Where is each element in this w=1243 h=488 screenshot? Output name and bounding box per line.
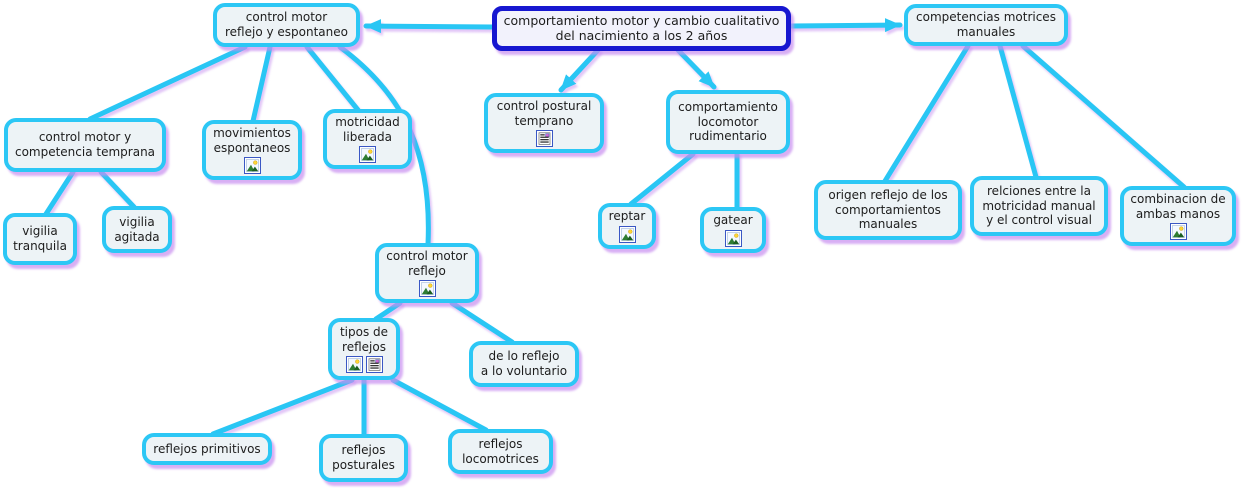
concept-node-cmm[interactable]: competencias motrices manuales [904, 4, 1068, 46]
edge-root-clr [675, 47, 717, 90]
image-icon[interactable] [359, 146, 376, 164]
resource-icons-row [535, 130, 553, 148]
concept-node-gatear[interactable]: gatear [700, 207, 766, 253]
node-label: reptar [608, 209, 646, 224]
concept-node-va[interactable]: vigilia agitada [102, 206, 172, 253]
edge-cmre-me [250, 44, 273, 124]
edge-root-cpt [558, 47, 601, 93]
concept-node-me[interactable]: movimientos espontaneos [202, 120, 302, 181]
node-label: origen reflejo de los comportamientos ma… [828, 188, 948, 232]
node-label: gatear [713, 213, 753, 227]
concept-node-cam[interactable]: combinacion de ambas manos [1120, 186, 1236, 247]
node-label: comportamiento motor y cambio cualitativ… [503, 13, 780, 44]
node-label: combinacion de ambas manos [1130, 192, 1226, 221]
node-label: control postural temprano [496, 99, 592, 128]
concept-node-rp[interactable]: reflejos primitivos [142, 433, 272, 465]
node-label: de lo reflejo a lo voluntario [480, 349, 568, 378]
edge-cmre-ml [304, 44, 361, 113]
concept-node-cmct[interactable]: control motor y competencia temprana [4, 118, 166, 172]
concept-node-tdr[interactable]: tipos de reflejos [328, 318, 400, 380]
concept-node-drv[interactable]: de lo reflejo a lo voluntario [469, 341, 579, 387]
node-label: vigilia agitada [114, 214, 160, 244]
concept-node-cmr[interactable]: control motor reflejo [375, 243, 479, 304]
node-label: control motor reflejo [386, 249, 468, 278]
document-icon[interactable] [535, 130, 553, 148]
concept-node-orc[interactable]: origen reflejo de los comportamientos ma… [814, 180, 962, 240]
edge-root-cmre [363, 19, 495, 34]
resource-icons-row [724, 229, 742, 247]
edge-cmr-tdr [373, 300, 403, 322]
concept-node-clr[interactable]: comportamiento locomotor rudimentario [666, 90, 790, 154]
image-icon[interactable] [1169, 223, 1187, 241]
node-label: vigilia tranquila [13, 224, 67, 253]
edge-root-cmm [788, 18, 903, 33]
edge-cmre-cmct [87, 44, 248, 122]
image-icon[interactable] [418, 280, 436, 298]
edge-cmm-orc [882, 43, 971, 184]
resource-icons-row [418, 280, 436, 298]
node-label: competencias motrices manuales [916, 10, 1056, 39]
resource-icons-row [243, 157, 261, 175]
edge-tdr-rp [210, 377, 355, 437]
concept-node-rpo[interactable]: reflejos posturales [319, 434, 408, 482]
resource-icons-row [618, 225, 636, 243]
image-icon[interactable] [345, 356, 363, 374]
resource-icons-row [1169, 223, 1187, 241]
concept-node-rl[interactable]: reflejos locomotrices [448, 429, 553, 474]
concept-node-cpt[interactable]: control postural temprano [484, 93, 604, 154]
resource-icons-row [345, 356, 383, 374]
node-label: reflejos locomotrices [462, 436, 539, 466]
edge-cmct-va [98, 169, 137, 210]
edge-cmm-cam [1020, 43, 1187, 190]
node-label: reflejos primitivos [153, 441, 261, 456]
image-icon[interactable] [618, 225, 636, 243]
concept-node-root[interactable]: comportamiento motor y cambio cualitativ… [492, 6, 791, 51]
concept-node-rmv[interactable]: relciones entre la motricidad manual y e… [970, 176, 1108, 236]
edge-tdr-rl [390, 377, 489, 433]
concept-node-vt[interactable]: vigilia tranquila [3, 213, 77, 265]
node-label: comportamiento locomotor rudimentario [678, 100, 778, 144]
document-icon[interactable] [365, 356, 383, 374]
edge-cmct-vt [43, 169, 76, 217]
concept-node-reptar[interactable]: reptar [598, 203, 656, 249]
node-label: movimientos espontaneos [213, 126, 291, 155]
image-icon[interactable] [243, 157, 261, 175]
edge-cmr-drv [449, 300, 515, 345]
node-label: control motor reflejo y espontaneo [225, 10, 348, 39]
resource-icons-row [359, 146, 376, 164]
concept-node-ml[interactable]: motricidad liberada [323, 109, 412, 170]
concept-node-cmre[interactable]: control motor reflejo y espontaneo [213, 3, 360, 47]
node-label: reflejos posturales [332, 443, 395, 472]
image-icon[interactable] [724, 229, 742, 247]
node-label: tipos de reflejos [339, 324, 389, 354]
edge-clr-reptar [628, 151, 696, 207]
node-label: relciones entre la motricidad manual y e… [982, 184, 1096, 228]
node-label: control motor y competencia temprana [14, 130, 156, 159]
node-label: motricidad liberada [335, 115, 400, 144]
edge-cmm-rmv [997, 43, 1039, 180]
